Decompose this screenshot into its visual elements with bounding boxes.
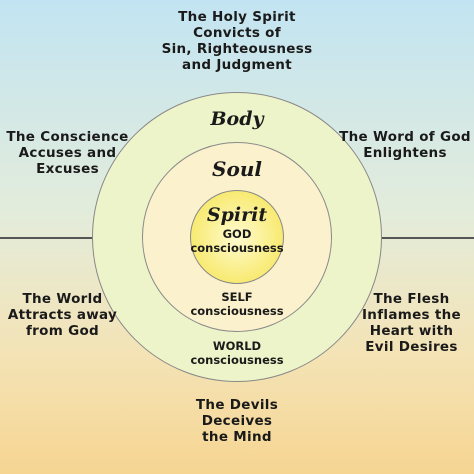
god-consciousness-label: GOD consciousness [190, 227, 284, 255]
right-divider-line [379, 237, 474, 239]
body-title: Body [210, 108, 264, 130]
self-consciousness-label: SELF consciousness [190, 290, 284, 318]
world-consciousness-label: WORLD consciousness [190, 339, 284, 367]
holy-spirit-text: The Holy Spirit Convicts of Sin, Righteo… [161, 9, 313, 73]
word-of-god-text: The Word of God Enlightens [339, 129, 471, 161]
left-divider-line [0, 237, 95, 239]
conscience-text: The Conscience Accuses and Excuses [6, 129, 129, 177]
spirit-title: Spirit [206, 204, 268, 226]
flesh-text: The Flesh Inflames the Heart with Evil D… [361, 291, 462, 355]
devils-text: The Devils Deceives the Mind [195, 397, 279, 445]
world-text: The World Attracts away from God [7, 291, 118, 339]
soul-title: Soul [212, 157, 262, 181]
spirit-circle [190, 190, 284, 284]
